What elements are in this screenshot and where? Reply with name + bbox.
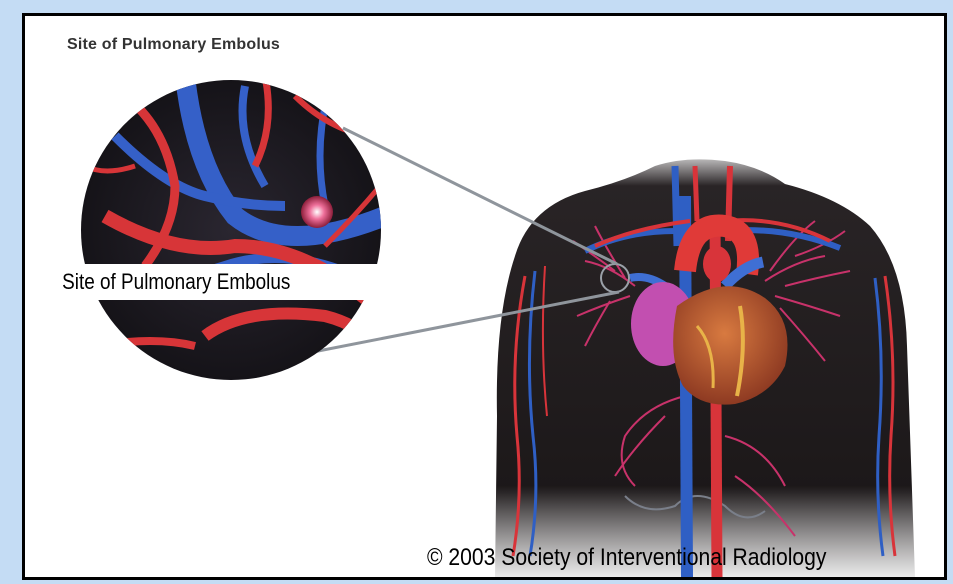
figure-frame: Site of Pulmonary Embolus Site of Pulmon…	[22, 13, 947, 580]
embolus-icon	[301, 196, 333, 228]
magnified-inset-icon	[81, 76, 385, 380]
copyright-credit: © 2003 Society of Interventional Radiolo…	[427, 544, 826, 572]
callout-label: Site of Pulmonary Embolus	[57, 264, 468, 300]
figure-small-title: Site of Pulmonary Embolus	[67, 36, 280, 54]
